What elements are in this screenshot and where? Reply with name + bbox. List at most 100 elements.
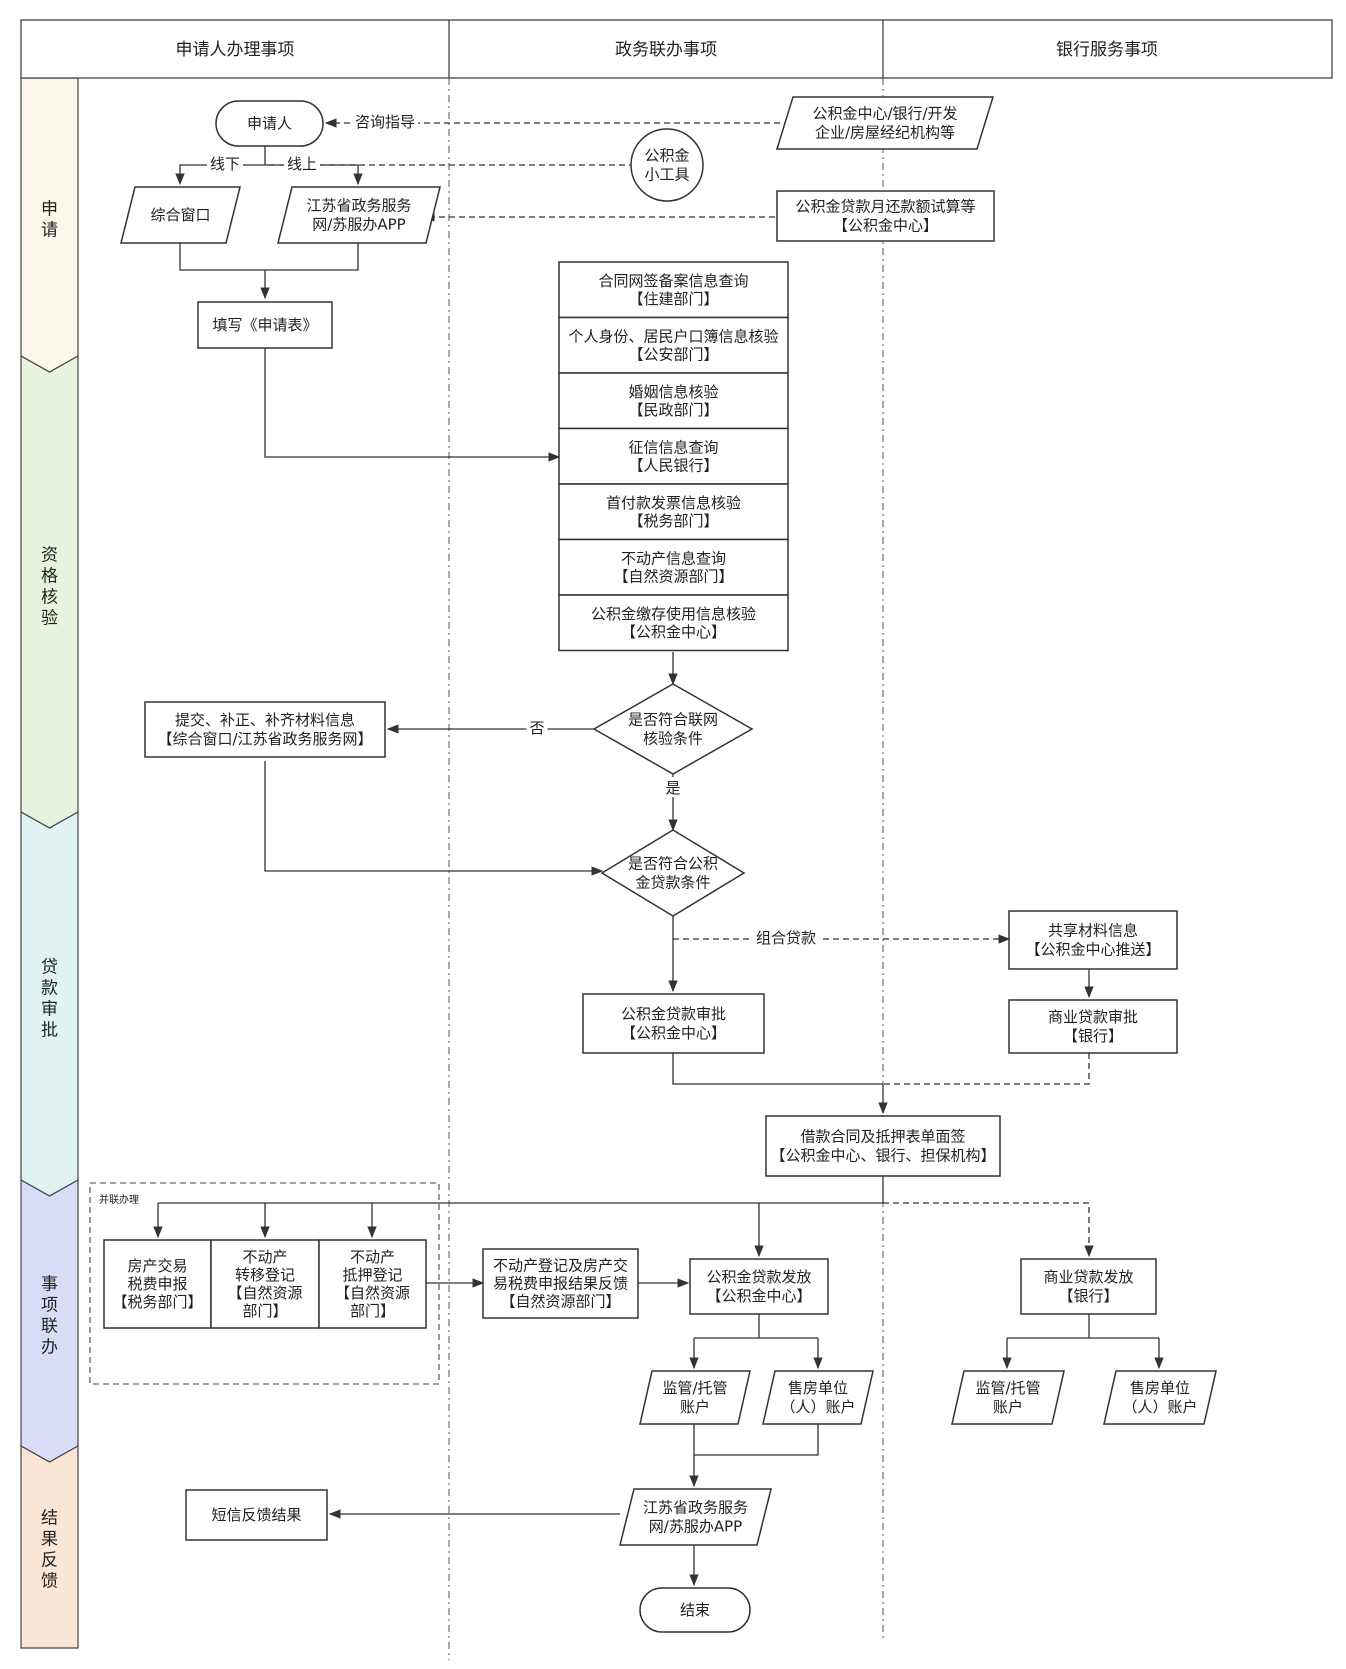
stage-label-joint: 事项联办 bbox=[41, 1275, 58, 1358]
node-sms bbox=[185, 1489, 328, 1541]
edge-label-consult: 咨询指导 bbox=[355, 113, 415, 131]
edge-label-offline-bg bbox=[207, 153, 243, 173]
edge-label-online: 线上 bbox=[287, 155, 317, 173]
parallel-group-box bbox=[89, 1182, 440, 1385]
node-check-7-text: 公积金缴存使用信息核验【公积金中心】 bbox=[591, 605, 756, 641]
node-decision-2 bbox=[600, 829, 746, 917]
edge-online-down bbox=[265, 243, 359, 271]
node-check-4 bbox=[558, 427, 789, 485]
node-bank-release-text: 商业贷款发放【银行】 bbox=[1043, 1268, 1133, 1305]
node-check-7 bbox=[558, 594, 789, 652]
parallel-group-label: 并联办理 bbox=[99, 1193, 139, 1206]
stage-label-result: 结果反馈 bbox=[41, 1509, 58, 1592]
node-check-4-text: 征信信息查询【人民银行】 bbox=[628, 438, 718, 474]
edge-label-combo-bg bbox=[753, 927, 819, 947]
edge-label-yes: 是 bbox=[665, 779, 680, 797]
node-supervise-1-text: 监管/托管账户 bbox=[662, 1379, 727, 1416]
node-calc-text: 公积金贷款月还款额试算等【公积金中心】 bbox=[795, 198, 975, 235]
node-share-text: 共享材料信息【公积金中心推送】 bbox=[1025, 922, 1160, 959]
node-seller-1-text: 售房单位（人）账户 bbox=[780, 1379, 855, 1416]
node-online-portal bbox=[277, 186, 441, 244]
node-fund-approval bbox=[582, 993, 765, 1054]
node-end-text: 结束 bbox=[680, 1601, 710, 1619]
node-supervise-2-text: 监管/托管账户 bbox=[975, 1379, 1040, 1416]
node-contract bbox=[765, 1115, 1001, 1177]
stage-result bbox=[20, 1444, 79, 1649]
node-guidance-source-text: 公积金中心/银行/开发企业/房屋经纪机构等 bbox=[812, 105, 957, 142]
node-tool bbox=[630, 128, 704, 202]
node-seller-2 bbox=[1103, 1370, 1217, 1425]
node-supervise-2 bbox=[951, 1370, 1065, 1425]
header-bank: 银行服务事项 bbox=[1056, 40, 1158, 60]
node-tax bbox=[103, 1239, 212, 1329]
node-check-5 bbox=[558, 483, 789, 541]
node-fund-approval-text: 公积金贷款审批【公积金中心】 bbox=[621, 1005, 726, 1042]
node-seller-2-text: 售房单位（人）账户 bbox=[1122, 1379, 1197, 1416]
node-bank-approval-text: 商业贷款审批【银行】 bbox=[1048, 1008, 1138, 1045]
node-check-2 bbox=[558, 316, 789, 374]
node-online-portal-text: 江苏省政务服务网/苏服办APP bbox=[306, 197, 411, 234]
edge-to-bank-release bbox=[883, 1202, 1094, 1258]
stage-label-loan: 贷款审批 bbox=[41, 958, 58, 1041]
node-window bbox=[120, 186, 241, 244]
node-check-5-text: 首付款发票信息核验【税务部门】 bbox=[606, 494, 741, 530]
node-seller-1 bbox=[762, 1370, 874, 1425]
node-portal-final-text: 江苏省政务服务网/苏服办APP bbox=[643, 1499, 748, 1536]
edge-bank-merge bbox=[883, 1053, 1090, 1085]
edge-label-online-bg bbox=[284, 153, 320, 173]
edge-label-consult-bg bbox=[352, 111, 418, 131]
edge-label-no-bg bbox=[526, 717, 548, 737]
node-bank-approval bbox=[1008, 999, 1178, 1054]
lane-dividers bbox=[448, 78, 884, 1660]
node-supplement bbox=[144, 701, 386, 758]
node-sms-text: 短信反馈结果 bbox=[211, 1506, 301, 1524]
node-transfer bbox=[210, 1239, 320, 1329]
edge-supp-d2 bbox=[264, 761, 604, 876]
node-supervise-1 bbox=[639, 1370, 751, 1425]
node-calc bbox=[776, 190, 995, 242]
edge-label-yes-bg bbox=[662, 777, 684, 797]
node-check-6-text: 不动产信息查询【自然资源部门】 bbox=[613, 549, 733, 585]
node-check-1 bbox=[558, 261, 789, 319]
node-check-3-text: 婚姻信息核验【民政部门】 bbox=[628, 383, 718, 419]
node-form bbox=[197, 301, 333, 349]
edge-window-down bbox=[179, 243, 265, 271]
node-mortgage bbox=[318, 1239, 427, 1329]
edge-label-combo: 组合贷款 bbox=[756, 929, 816, 947]
header-row: 申请人办理事项 政务联办事项 银行服务事项 bbox=[20, 19, 1333, 79]
node-contract-text: 借款合同及抵押表单面签【公积金中心、银行、担保机构】 bbox=[770, 1128, 995, 1165]
node-applicant-text: 申请人 bbox=[247, 115, 292, 133]
edge-label-offline: 线下 bbox=[210, 155, 240, 173]
node-check-6 bbox=[558, 538, 789, 596]
edge-label-no: 否 bbox=[529, 719, 544, 737]
node-feedback bbox=[482, 1248, 639, 1319]
node-supplement-text: 提交、补正、补齐材料信息【综合窗口/江苏省政务服务网】 bbox=[157, 711, 372, 748]
stage-label-qualify: 资格核验 bbox=[41, 546, 58, 629]
node-check-1-text: 合同网签备案信息查询【住建部门】 bbox=[598, 272, 748, 308]
node-fund-release-text: 公积金贷款发放【公积金中心】 bbox=[706, 1268, 811, 1305]
node-portal-final bbox=[619, 1488, 772, 1546]
node-check-2-text: 个人身份、居民户口簿信息核验【公安部门】 bbox=[568, 327, 778, 363]
header-applicant: 申请人办理事项 bbox=[176, 40, 295, 60]
node-transfer-text: 不动产转移登记【自然资源部门】 bbox=[227, 1248, 302, 1320]
node-bank-release bbox=[1020, 1258, 1157, 1315]
node-form-text: 填写《申请表》 bbox=[212, 316, 317, 334]
node-tool-text: 公积金小工具 bbox=[644, 147, 689, 184]
edge-sel1-down bbox=[694, 1424, 819, 1456]
node-feedback-text: 不动产登记及房产交易税费申报结果反馈【自然资源部门】 bbox=[493, 1257, 628, 1311]
node-decision-1-text: 是否符合联网核验条件 bbox=[628, 711, 718, 748]
node-check-3 bbox=[558, 372, 789, 430]
flow-nodes: 申请人公积金中心/银行/开发企业/房屋经纪机构等公积金小工具综合窗口江苏省政务服… bbox=[103, 96, 1217, 1633]
node-decision-2-text: 是否符合公积金贷款条件 bbox=[628, 855, 718, 892]
node-applicant bbox=[215, 100, 324, 147]
node-guidance-source bbox=[775, 96, 995, 150]
node-fund-release bbox=[689, 1258, 829, 1315]
node-window-text: 综合窗口 bbox=[150, 206, 210, 224]
node-decision-1 bbox=[592, 683, 754, 775]
stage-label-apply: 申请 bbox=[41, 200, 58, 241]
node-share bbox=[1008, 910, 1178, 970]
edge-form-check bbox=[264, 348, 561, 462]
